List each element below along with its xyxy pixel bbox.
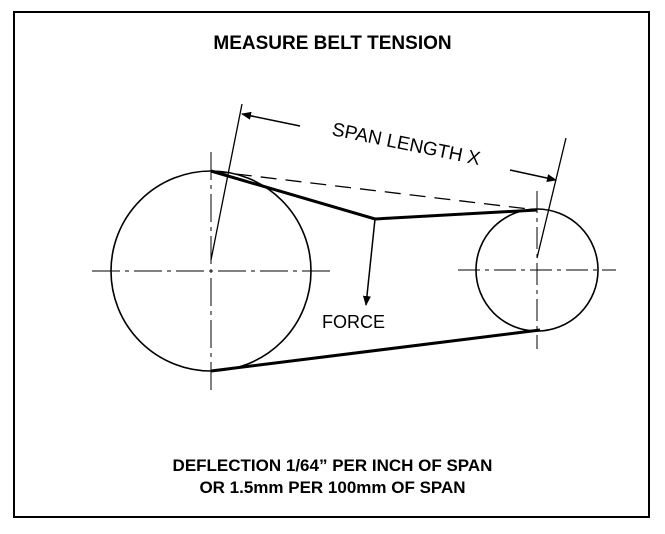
span-dimension-arrow-right [509, 169, 557, 182]
belt-undeflected-line [210, 170, 538, 211]
diagram-title: MEASURE BELT TENSION [213, 33, 452, 54]
belt-bottom-span [210, 328, 541, 373]
force-label: FORCE [322, 312, 385, 332]
span-length-label: SPAN LENGTH X [330, 119, 482, 170]
span-extension-right [536, 137, 567, 259]
span-extension-left [210, 103, 243, 261]
diagram-frame [13, 11, 650, 518]
span-dimension-arrow-left [241, 111, 301, 127]
force-arrow [362, 218, 376, 306]
belt-top-deflected [210, 169, 538, 221]
caption-line-1: DEFLECTION 1/64” PER INCH OF SPAN [172, 456, 493, 475]
caption-line-2: OR 1.5mm PER 100mm OF SPAN [199, 478, 466, 497]
